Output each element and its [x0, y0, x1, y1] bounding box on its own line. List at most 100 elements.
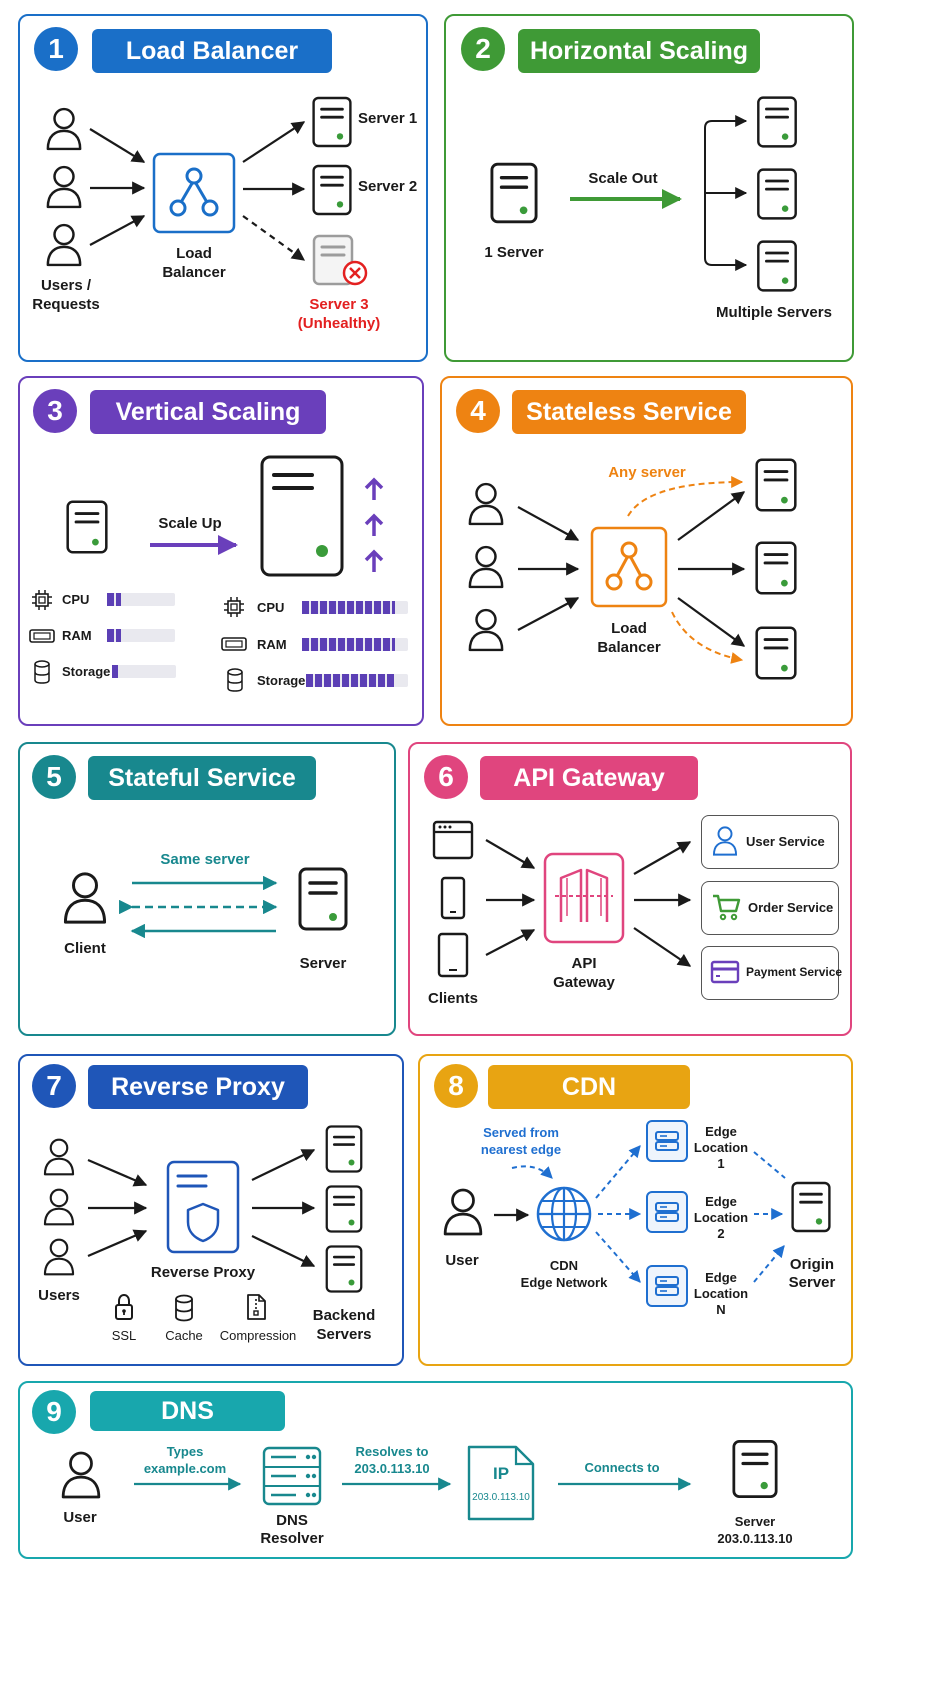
- server-label: Server: [299, 955, 347, 972]
- globe-icon: [536, 1186, 592, 1242]
- client-icon: [62, 870, 108, 926]
- storage-icon: [227, 668, 243, 692]
- server-icon: [312, 96, 352, 148]
- panel-number-badge: 3: [33, 389, 77, 433]
- server-unhealthy-icon: [312, 234, 368, 286]
- ram-large-bar: [302, 638, 408, 651]
- reverse-proxy-label: Reverse Proxy: [150, 1264, 256, 1281]
- browser-window-icon: [432, 820, 474, 860]
- multiple-servers-label: Multiple Servers: [716, 304, 832, 321]
- user-icon: [42, 1188, 76, 1226]
- cpu-small-bar: [107, 593, 175, 606]
- panel-number-badge: 7: [32, 1064, 76, 1108]
- user-icon: [60, 1450, 102, 1500]
- served-from-nearest-edge-note: Served from nearest edge: [480, 1125, 562, 1157]
- server-icon: [755, 540, 797, 596]
- user-icon: [467, 608, 505, 652]
- edge-server-icon: [646, 1120, 688, 1162]
- panel-title: Vertical Scaling: [90, 390, 326, 434]
- storage-icon: [34, 660, 50, 684]
- user-label: User: [445, 1252, 479, 1269]
- single-server-label: 1 Server: [484, 244, 544, 261]
- server-icon: [298, 856, 348, 942]
- dns-resolver-icon: [262, 1446, 322, 1506]
- panel-number-badge: 8: [434, 1064, 478, 1108]
- ram-icon: [29, 629, 55, 643]
- server-icon: [325, 1245, 363, 1293]
- phone-icon: [440, 876, 466, 920]
- database-icon: [175, 1294, 193, 1322]
- load-balancer-icon: [152, 152, 236, 234]
- user-icon: [45, 165, 83, 209]
- user-icon: [42, 1238, 76, 1276]
- storage-label: Storage: [257, 673, 306, 688]
- panel-number-badge: 2: [461, 27, 505, 71]
- compression-label: Compression: [219, 1328, 297, 1343]
- large-server-icon: [260, 455, 344, 577]
- origin-server-icon: [791, 1170, 831, 1244]
- scale-up-label: Scale Up: [158, 515, 222, 532]
- scale-out-label: Scale Out: [588, 170, 658, 187]
- load-balancer-icon: [590, 526, 668, 608]
- server-icon: [756, 96, 798, 148]
- edge-location-2-label: Edge Location 2: [693, 1194, 749, 1241]
- lock-icon: [115, 1293, 133, 1320]
- server-icon: [325, 1185, 363, 1233]
- storage-large-bar: [306, 674, 408, 687]
- panel-number-badge: 9: [32, 1390, 76, 1434]
- arrow-up-icon: [364, 477, 384, 500]
- server-icon: [755, 457, 797, 513]
- user-icon: [442, 1186, 484, 1238]
- panel-title: Reverse Proxy: [88, 1065, 308, 1109]
- resolves-to-label: Resolves to 203.0.113.10: [354, 1444, 430, 1476]
- server-2-label: Server 2: [358, 178, 418, 195]
- payment-service-box: [701, 946, 839, 1000]
- arrow-up-icon: [364, 549, 384, 572]
- panel-title: Horizontal Scaling: [518, 29, 760, 73]
- backend-servers-label: Backend Servers: [312, 1307, 376, 1343]
- user-icon: [45, 107, 83, 151]
- cpu-label: CPU: [257, 600, 285, 615]
- server-icon: [325, 1125, 363, 1173]
- dns-resolver-label: DNS Resolver: [260, 1512, 324, 1547]
- types-example-com-label: Types example.com: [143, 1444, 227, 1476]
- ip-value: 203.0.113.10: [472, 1492, 530, 1503]
- load-balancer-label: Load Balancer: [162, 245, 226, 281]
- cpu-icon: [224, 597, 244, 617]
- panel-title: DNS: [90, 1391, 285, 1431]
- ram-label: RAM: [257, 637, 287, 652]
- small-server-icon: [66, 492, 108, 562]
- cpu-large-bar: [302, 601, 408, 614]
- server-ip-label: Server 203.0.113.10: [717, 1514, 793, 1546]
- users-label: Users: [38, 1287, 80, 1304]
- server-icon: [756, 240, 798, 292]
- user-icon: [467, 482, 505, 526]
- tablet-icon: [437, 932, 469, 978]
- cache-label: Cache: [165, 1328, 203, 1343]
- server-icon: [755, 625, 797, 681]
- cdn-edge-network-label: CDN Edge Network: [520, 1258, 608, 1290]
- ip-title: IP: [492, 1464, 510, 1483]
- panel-title: API Gateway: [480, 756, 698, 800]
- user-label: User: [63, 1509, 97, 1526]
- ram-icon: [221, 637, 247, 651]
- storage-small-bar: [112, 665, 176, 678]
- server-3-unhealthy-label: Server 3 (Unhealthy): [297, 296, 381, 332]
- server-icon: [490, 154, 538, 232]
- panel-number-badge: 4: [456, 389, 500, 433]
- panel-number-badge: 6: [424, 755, 468, 799]
- clients-label: Clients: [427, 990, 478, 1007]
- user-icon: [712, 826, 738, 856]
- same-server-label: Same server: [160, 851, 250, 868]
- panel-title: Load Balancer: [92, 29, 332, 73]
- api-gateway-label: API Gateway: [553, 955, 615, 991]
- server-icon: [732, 1432, 778, 1506]
- user-icon: [467, 545, 505, 589]
- edge-location-n-label: Edge Location N: [693, 1270, 749, 1317]
- panel-title: Stateful Service: [88, 756, 316, 800]
- ram-small-bar: [107, 629, 175, 642]
- origin-server-label: Origin Server: [788, 1256, 836, 1291]
- edge-server-icon: [646, 1265, 688, 1307]
- ram-label: RAM: [62, 628, 92, 643]
- user-service-label: User Service: [746, 834, 825, 849]
